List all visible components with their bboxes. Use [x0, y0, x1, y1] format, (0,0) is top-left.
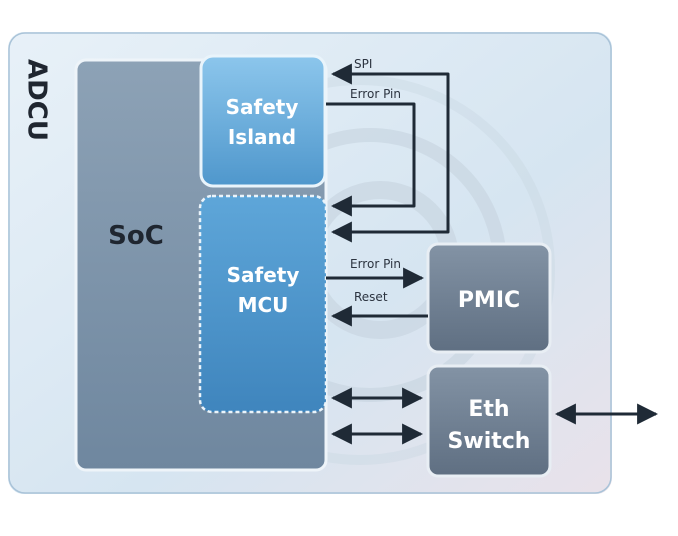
spi-arrow	[330, 63, 450, 243]
error-pin-mcu-label: Error Pin	[350, 257, 401, 271]
eth-switch-label-line1: Eth	[468, 397, 509, 422]
pmic-label: PMIC	[458, 288, 520, 313]
safety-mcu-label-line1: Safety	[227, 263, 300, 287]
soc-label: SoC	[108, 221, 164, 251]
safety-island-label-line2: Island	[228, 125, 296, 149]
pmic-block	[426, 242, 552, 354]
reset-label: Reset	[354, 290, 388, 304]
safety-mcu-label-line2: MCU	[238, 293, 289, 317]
spi-label: SPI	[354, 57, 372, 71]
adcu-label: ADCU	[22, 59, 52, 141]
safety-island-label-line1: Safety	[226, 95, 299, 119]
eth-switch-label-line2: Switch	[448, 429, 531, 454]
eth-switch-block	[426, 364, 552, 478]
error-pin-island-label: Error Pin	[350, 87, 401, 101]
error-pin-island-arrow	[326, 102, 416, 217]
safety-mcu-block	[198, 194, 328, 414]
safety-island-block	[199, 54, 327, 188]
